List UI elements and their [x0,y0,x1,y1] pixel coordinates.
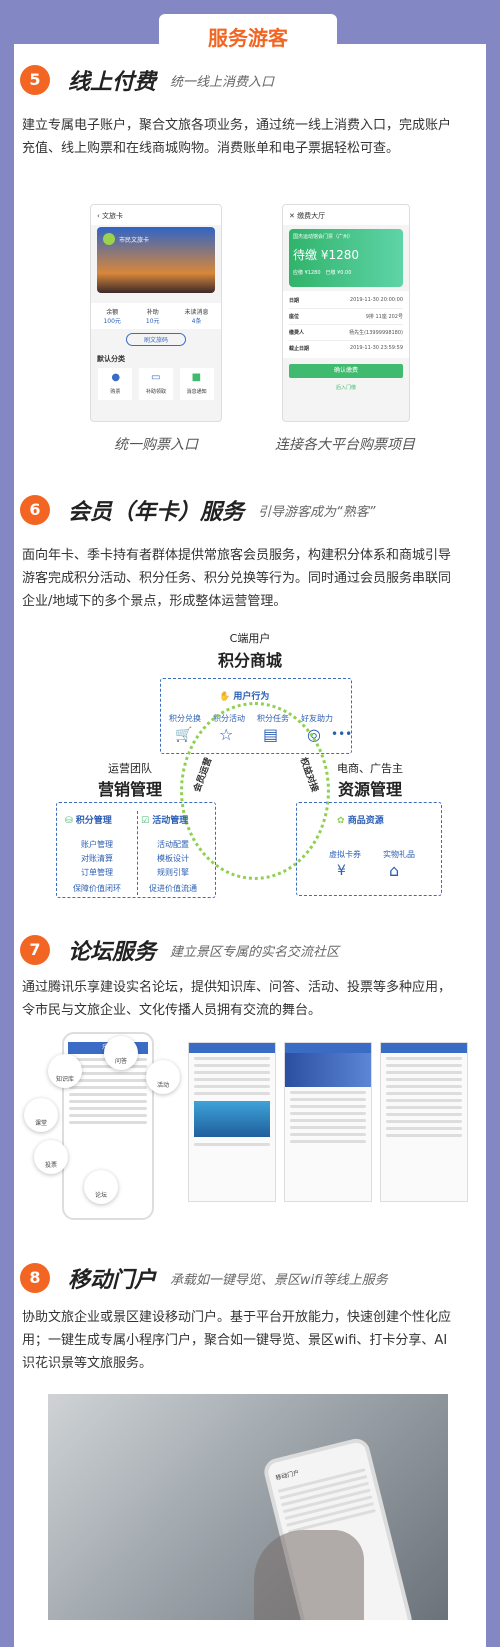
section-title: 会员（年卡）服务 [68,500,245,525]
knowledge-bubble: 知识库 [48,1054,82,1088]
section-subtitle: 建立景区专属的实名交流社区 [170,944,340,960]
caption-platform: 连接各大平台购票项目 [275,437,415,453]
merchant-label: 电商、广告主 [337,762,403,775]
mall-label: 积分商城 [217,651,282,670]
vote-bubble: 投票 [34,1140,68,1174]
section-subtitle: 统一线上消费入口 [170,74,275,90]
notify-shortcut[interactable]: ■消息通知 [179,368,214,400]
amount-due: 待缴 ¥1280 [293,248,360,262]
banner-image [285,1053,371,1087]
section-number: 7 [20,935,50,965]
phone-header: ‹ 文旅卡 [91,205,221,225]
section-number: 5 [20,65,50,95]
ticket-shortcut[interactable]: ●购票 [98,368,133,400]
database-icon: ⛁ [65,816,73,826]
section-subtitle: 引导游客成为“熟客” [258,504,376,520]
section-8-header: 8 移动门户 承载如一键导览、景区wifi等线上服务 [20,1262,388,1294]
resource-box: ✿ 商品资源 虚拟卡券 实物礼品 ¥ ⌂ [296,802,442,896]
quick-icons: ●购票 ▭补助领取 ■消息通知 [91,366,221,402]
section-number: 6 [20,495,50,525]
cart-icon: 🛒 [175,727,193,743]
card-name: 市民文旅卡 [119,237,150,244]
section-subtitle: 承载如一键导览、景区wifi等线上服务 [170,1272,388,1288]
back-link[interactable]: 后入门缴 [335,385,356,391]
section-title: 线上付费 [68,70,157,95]
section-number: 8 [20,1263,50,1293]
phone-header: ✕ 缴费大厅 [283,205,409,225]
marketing-box: ⛁ 积分管理 ☑ 活动管理 账户管理 对账清算 订单管理 保障价值闭环 活动配置… [56,802,216,898]
pool-image [194,1101,270,1137]
section-tab-label: 服务游客 [208,26,288,50]
forum-screenshot-3 [380,1042,468,1202]
forum-screenshot-1 [188,1042,276,1202]
card-photo: 市民文旅卡 [97,227,215,293]
hand [254,1530,364,1620]
megaphone-icon: ■ [191,372,202,383]
section-title: 论坛服务 [68,940,157,965]
card-logo-icon [103,233,115,245]
ops-team-label: 运营团队 [108,762,152,775]
gift-icon: ⌂ [389,861,400,880]
activity-bubble: 活动 [146,1060,180,1094]
forum-screenshot-2 [284,1042,372,1202]
category-label: 默认分类 [97,355,125,363]
section-7-text: 通过腾讯乐享建设实名论坛，提供知识库、问答、活动、投票等多种应用，令市民与文旅企… [22,980,452,1018]
section-6-text: 面向年卡、季卡持有者群体提供常旅客会员服务，构建积分体系和商城引导游客完成积分活… [22,548,452,609]
marketing-label: 营销管理 [97,780,162,799]
section-6-header: 6 会员（年卡）服务 引导游客成为“熟客” [20,494,376,526]
confirm-pay-button[interactable]: 确认缴费 [289,364,403,378]
section-title: 移动门户 [68,1268,157,1293]
c-user-label: C端用户 [229,632,271,645]
cycle-ring [180,702,330,880]
hand-icon: ✋ [219,692,231,702]
section-tab: 服务游客 [159,14,337,52]
bill-card: 国杰运动馆会门票（广州） 待缴 ¥1280 应缴 ¥1280 已缴 ¥0.00 [289,229,403,287]
caption-ticket-entry: 统一购票入口 [114,437,198,453]
portal-photo: 移动门户 [48,1394,448,1620]
section-8-text: 协助文旅企业或景区建设移动门户。基于平台开放能力，快速创建个性化应用；一键生成专… [22,1310,452,1371]
checklist-icon: ☑ [141,816,150,826]
ticket-icon: ▭ [150,372,161,383]
phone-mockup-payment: ✕ 缴费大厅 国杰运动馆会门票（广州） 待缴 ¥1280 应缴 ¥1280 已缴… [282,204,410,422]
mic-icon: ● [111,372,121,383]
scan-code-button[interactable]: 刷文旅码 [126,333,186,346]
qa-bubble: 问答 [104,1036,138,1070]
classroom-bubble: 课堂 [24,1098,58,1132]
user-behavior-label: ✋ 用户行为 [219,692,270,702]
more-icon: ••• [331,727,353,741]
forum-bubble: 论坛 [84,1170,118,1204]
coupon-icon: ¥ [337,863,346,879]
divider [137,811,138,895]
resource-label: 资源管理 [337,780,402,799]
section-5-header: 5 线上付费 统一线上消费入口 [20,64,274,96]
section-7-header: 7 论坛服务 建立景区专属的实名交流社区 [20,934,339,966]
section-5-text: 建立专属电子账户，聚合文旅各项业务，通过统一线上消费入口，完成账户充值、线上购票… [22,118,452,156]
gear-icon: ✿ [337,816,345,826]
subsidy-shortcut[interactable]: ▭补助领取 [138,368,173,400]
